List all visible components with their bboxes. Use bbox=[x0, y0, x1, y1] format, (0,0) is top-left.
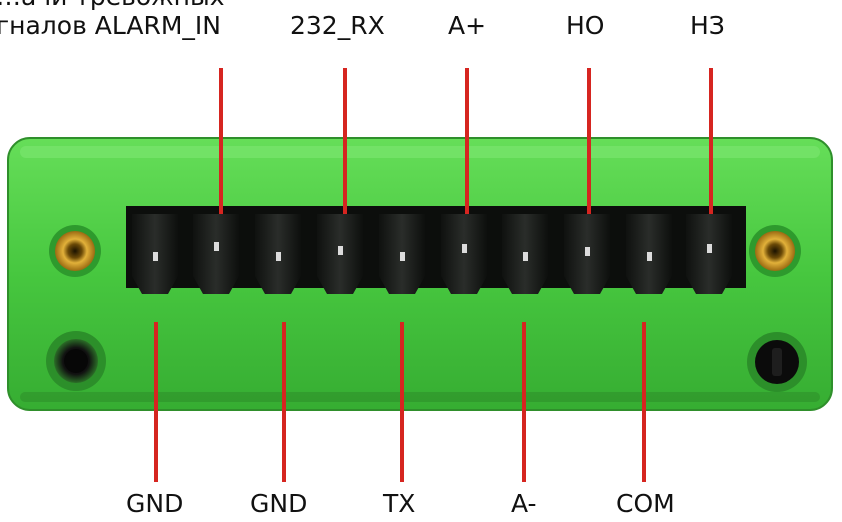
leader-line-tx bbox=[400, 322, 404, 482]
label-com: COM bbox=[616, 489, 675, 518]
brass-insert-right bbox=[749, 225, 801, 277]
label-alarm-in-partial-line1: …ачи тревожных bbox=[0, 0, 225, 11]
leader-line-gnd-2 bbox=[282, 322, 286, 482]
leader-line-gnd-1 bbox=[154, 322, 158, 482]
terminal-pin-2 bbox=[193, 214, 239, 294]
label-a-minus: A- bbox=[511, 489, 537, 518]
label-232-rx: 232_RX bbox=[290, 11, 385, 40]
terminal-pins bbox=[132, 214, 732, 294]
terminal-pin-9 bbox=[626, 214, 672, 294]
leader-line-alarm-in bbox=[219, 68, 223, 214]
terminal-pin-5 bbox=[379, 214, 425, 294]
label-nc: НЗ bbox=[690, 11, 725, 40]
screw-hole-left bbox=[46, 331, 106, 391]
label-no: НО bbox=[566, 11, 605, 40]
leader-line-com bbox=[642, 322, 646, 482]
label-gnd-2: GND bbox=[250, 489, 308, 518]
housing-top-highlight bbox=[20, 146, 820, 158]
brass-insert-left bbox=[49, 225, 101, 277]
screw-hole-right bbox=[747, 332, 807, 392]
leader-line-nc bbox=[709, 68, 713, 214]
terminal-pin-4 bbox=[317, 214, 363, 294]
leader-line-a-minus bbox=[522, 322, 526, 482]
leader-line-232-rx bbox=[343, 68, 347, 214]
label-alarm-in: гналов ALARM_IN bbox=[0, 11, 221, 40]
terminal-pin-10 bbox=[686, 214, 732, 294]
terminal-pin-6 bbox=[441, 214, 487, 294]
terminal-pin-3 bbox=[255, 214, 301, 294]
terminal-pin-7 bbox=[502, 214, 548, 294]
leader-line-no bbox=[587, 68, 591, 214]
label-a-plus: A+ bbox=[448, 11, 487, 40]
terminal-pin-8 bbox=[564, 214, 610, 294]
leader-line-a-plus bbox=[465, 68, 469, 214]
terminal-pin-1 bbox=[132, 214, 178, 294]
housing-bottom-shadow bbox=[20, 392, 820, 402]
label-tx: TX bbox=[383, 489, 416, 518]
label-gnd-1: GND bbox=[126, 489, 184, 518]
